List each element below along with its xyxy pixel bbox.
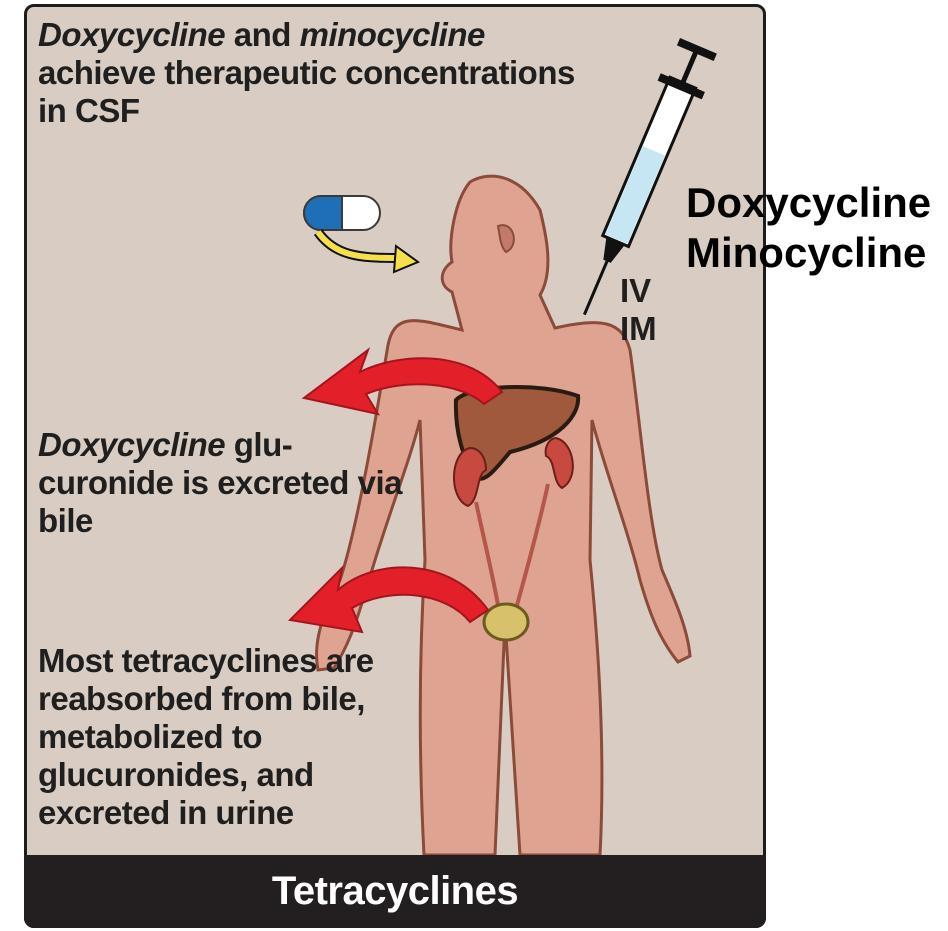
drug-list-item: Minocycline [686, 228, 931, 278]
caption-csf-text: achieve therapeutic concentrations in CS… [38, 54, 575, 129]
route-labels: IV IM [620, 272, 657, 348]
drug-list: Doxycycline Minocycline [686, 178, 931, 278]
route-iv-label: IV [620, 272, 657, 310]
caption-bile: Doxycycline glu-curonide is excreted via… [38, 426, 418, 540]
caption-csf: Doxycycline and minocycline achieve ther… [38, 16, 598, 130]
footer-banner: Tetracyclines [24, 855, 766, 928]
drug-name-doxycycline: Doxycycline [38, 16, 225, 53]
drug-name-doxycycline: Doxycycline [38, 426, 225, 463]
drug-list-item: Doxycycline [686, 178, 931, 228]
bladder [484, 604, 528, 640]
caption-urine: Most tetracyclines are reabsorbed from b… [38, 642, 398, 832]
route-im-label: IM [620, 310, 657, 348]
capsule-icon [304, 196, 380, 230]
drug-name-minocycline: minocycline [300, 16, 485, 53]
footer-title: Tetracyclines [272, 869, 518, 914]
